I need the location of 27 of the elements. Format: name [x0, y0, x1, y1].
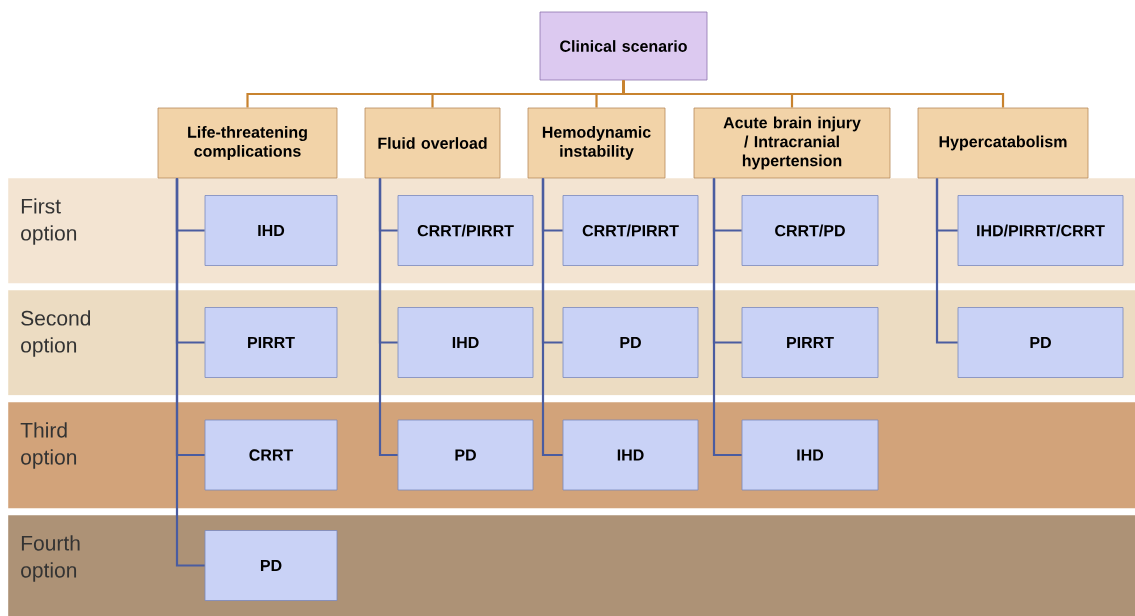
category-box: Acute brain injury / Intracranial hypertension: [693, 107, 891, 179]
box-heading: Clinical scenario: [539, 11, 708, 81]
option-box: IHD: [204, 195, 338, 266]
connector-line: [378, 178, 398, 457]
option-box: CRRT/PIRRT: [397, 195, 534, 266]
option-box: CRRT/PD: [741, 195, 879, 266]
connector-line: [175, 178, 205, 567]
option-box: CRRT: [204, 419, 338, 491]
option-box: IHD/PIRRT/CRRT: [957, 195, 1124, 266]
connector-line: [622, 80, 1005, 108]
option-box: PIRRT: [204, 307, 338, 378]
option-box: IHD: [397, 307, 534, 378]
option-box: IHD: [741, 419, 879, 491]
connector-line: [541, 178, 563, 457]
option-box: PIRRT: [741, 307, 879, 378]
connector-line: [712, 178, 742, 457]
option-box: IHD: [562, 419, 699, 491]
category-box: Fluid overload: [364, 107, 501, 179]
category-box: Life-threatening complications: [157, 107, 338, 179]
option-box: CRRT/PIRRT: [562, 195, 699, 266]
option-box: PD: [957, 307, 1124, 378]
option-box: PD: [397, 419, 534, 491]
connector-line: [935, 178, 958, 344]
category-box: Hemodynamic instability: [527, 107, 666, 179]
option-box: PD: [204, 530, 338, 601]
option-box: PD: [562, 307, 699, 378]
category-box: Hypercatabolism: [917, 107, 1089, 179]
